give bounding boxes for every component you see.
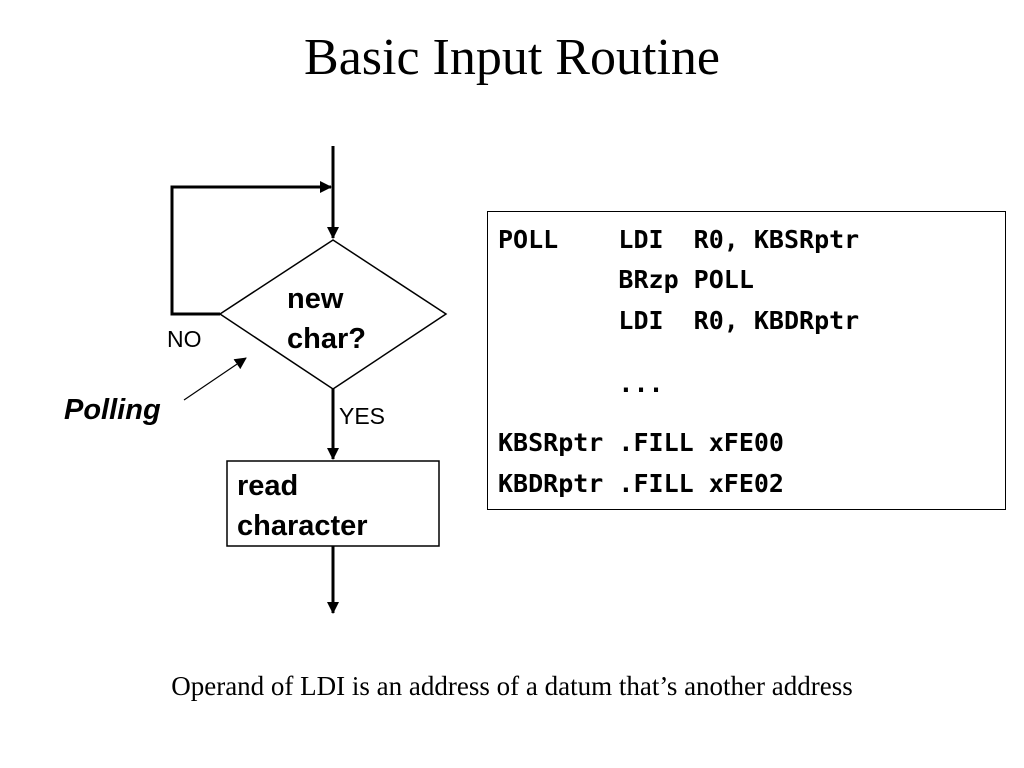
loop-back-arrow (170, 181, 332, 316)
polling-pointer-arrow (183, 357, 247, 401)
no-label: NO (167, 326, 202, 352)
process-text: read character (237, 466, 368, 546)
yes-label: YES (339, 403, 386, 429)
process-box (226, 460, 440, 547)
code-line: KBDRptr .FILL xFE02 (498, 469, 784, 498)
code-box (487, 211, 1006, 510)
polling-label: Polling (64, 394, 161, 426)
decision-text: new char? (287, 279, 366, 359)
slide-title: Basic Input Routine (304, 29, 720, 86)
decision-line-2: char? (287, 323, 366, 355)
code-line: KBSRptr .FILL xFE00 (498, 428, 784, 457)
process-line-2: character (237, 510, 368, 542)
code-line: POLL LDI R0, KBSRptr (498, 225, 860, 254)
caption: Operand of LDI is an address of a datum … (171, 671, 853, 701)
code-line: LDI R0, KBDRptr (498, 306, 860, 335)
code-line: ... (498, 369, 664, 398)
decision-line-1: new (287, 283, 344, 315)
process-line-1: read (237, 470, 299, 502)
code-line: BRzp POLL (498, 265, 754, 294)
